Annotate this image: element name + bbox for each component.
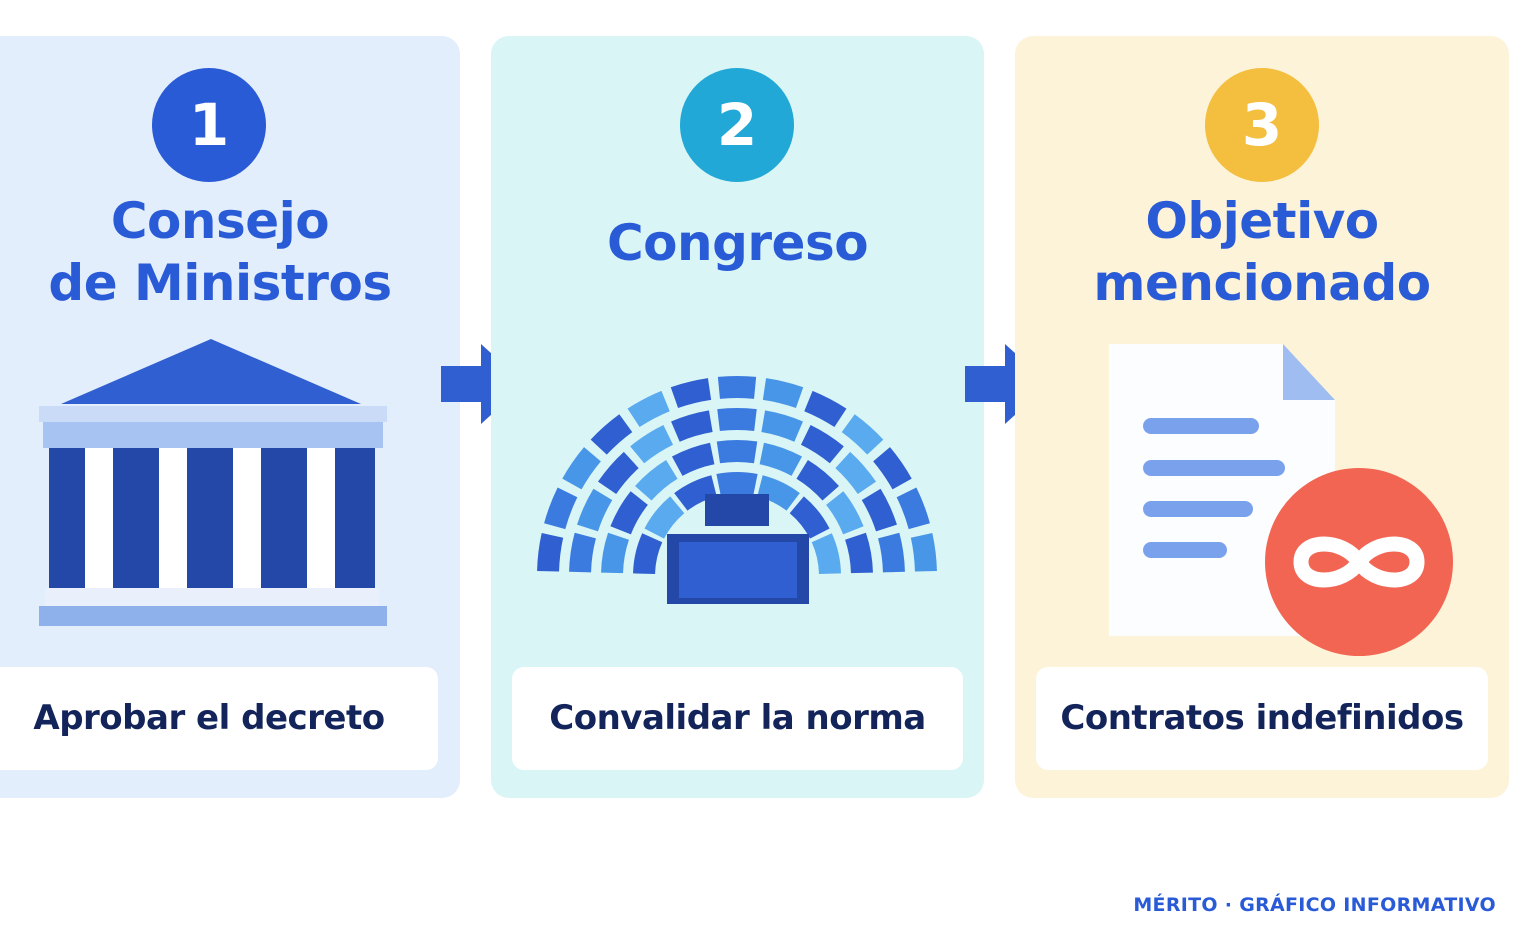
source-footer: MÉRITO · GRÁFICO INFORMATIVO (1133, 894, 1496, 916)
hemicycle-seat (878, 532, 905, 573)
hemicycle-seat (644, 496, 685, 539)
hemicycle-seat (627, 390, 670, 428)
hemicycle-seat (674, 475, 717, 511)
document-infinity-icon (1109, 344, 1453, 656)
hemicycle-seat (789, 496, 830, 539)
hemicycle-seat (811, 533, 841, 574)
parliament-hemicycle-icon (537, 376, 937, 604)
government-building-icon (39, 339, 387, 626)
hemicycle-seat (537, 533, 564, 572)
hemicycle-seat (633, 533, 663, 574)
hemicycle-seat (630, 424, 674, 464)
hemicycle-seat (762, 378, 804, 409)
hemicycle-seat (610, 491, 648, 535)
hemicycle-seat (835, 451, 877, 495)
hemicycle-seat (717, 376, 757, 399)
arrow-right-icon (965, 344, 1049, 424)
hemicycle-seat (569, 532, 596, 573)
arrow-right-icon (441, 344, 525, 424)
step-number-badge: 1 (152, 68, 266, 182)
hemicycle-seat (562, 447, 601, 490)
step-card-2: 2 Congreso Convalidar la norma (491, 36, 984, 798)
hemicycle-seat (717, 408, 757, 432)
step-title: Congreso (606, 214, 869, 272)
step-number-badge: 3 (1205, 68, 1319, 182)
hemicycle-seat (845, 532, 873, 574)
hemicycle-seat (671, 410, 713, 442)
step-number-badge: 2 (680, 68, 794, 182)
hemicycle-seat (716, 472, 758, 496)
step-title: Objetivo mencionado (1093, 192, 1431, 312)
hemicycle-seat (597, 451, 639, 495)
hemicycle-seat (826, 491, 864, 535)
step-caption: Contratos indefinidos (1036, 667, 1488, 770)
step-caption: Convalidar la norma (512, 667, 963, 770)
hemicycle-seat (761, 410, 803, 442)
hemicycle-seat (671, 442, 715, 476)
step-caption: Aprobar el decreto (0, 667, 438, 770)
step-card-1: 1 Consejo de Ministros Aprobar el decret… (0, 36, 460, 798)
hemicycle-seat (544, 487, 578, 530)
hemicycle-seat (670, 378, 712, 409)
hemicycle-seat (757, 475, 800, 511)
hemicycle-seat (716, 440, 758, 464)
hemicycle-seat (841, 414, 884, 455)
hemicycle-seat (910, 533, 937, 572)
hemicycle-seat (861, 488, 897, 532)
hemicycle-seat (759, 442, 803, 476)
hemicycle-seat (796, 459, 839, 501)
hemicycle-seat (896, 487, 930, 530)
step-card-3: 3 Objetivo mencionado Contratos indefini… (1015, 36, 1509, 798)
hemicycle-seat (800, 424, 844, 464)
hemicycle-seat (601, 532, 629, 574)
hemicycle-seat (635, 459, 678, 501)
step-title: Consejo de Ministros (48, 192, 392, 312)
hemicycle-seat (804, 390, 847, 428)
infinity-icon (1293, 536, 1425, 588)
hemicycle-seat (577, 488, 613, 532)
hemicycle-seat (873, 447, 912, 490)
hemicycle-seat (590, 414, 633, 455)
